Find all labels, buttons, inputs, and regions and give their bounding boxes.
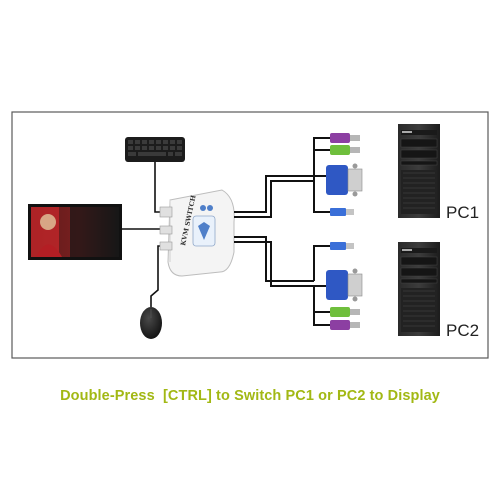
monitor-icon bbox=[28, 204, 122, 260]
switch-instruction-caption: Double-Press [CTRL] to Switch PC1 or PC2… bbox=[60, 388, 440, 404]
pc1-label: PC1 bbox=[446, 203, 480, 222]
pc1-vga-connector bbox=[326, 163, 363, 197]
pc2-ps2-purple-connector bbox=[330, 320, 360, 330]
mouse-icon bbox=[140, 307, 162, 339]
pc2-label: PC2 bbox=[446, 321, 480, 340]
pc2-usb-connector bbox=[330, 242, 354, 250]
pc1-ps2-green-connector bbox=[330, 145, 360, 155]
pc2-tower-icon bbox=[398, 242, 440, 336]
kvm-switch-device-icon bbox=[159, 189, 235, 277]
keyboard-icon bbox=[125, 137, 185, 162]
pc1-usb-connector bbox=[330, 208, 354, 216]
pc2-ps2-green-connector bbox=[330, 307, 360, 317]
diagram-frame bbox=[11, 111, 489, 359]
pc1-ps2-purple-connector bbox=[330, 133, 360, 143]
pc2-vga-connector bbox=[326, 268, 363, 302]
pc1-tower-icon bbox=[398, 124, 440, 218]
pc2-cable-bundle bbox=[234, 236, 330, 326]
pc1-cable-bundle bbox=[234, 137, 330, 218]
